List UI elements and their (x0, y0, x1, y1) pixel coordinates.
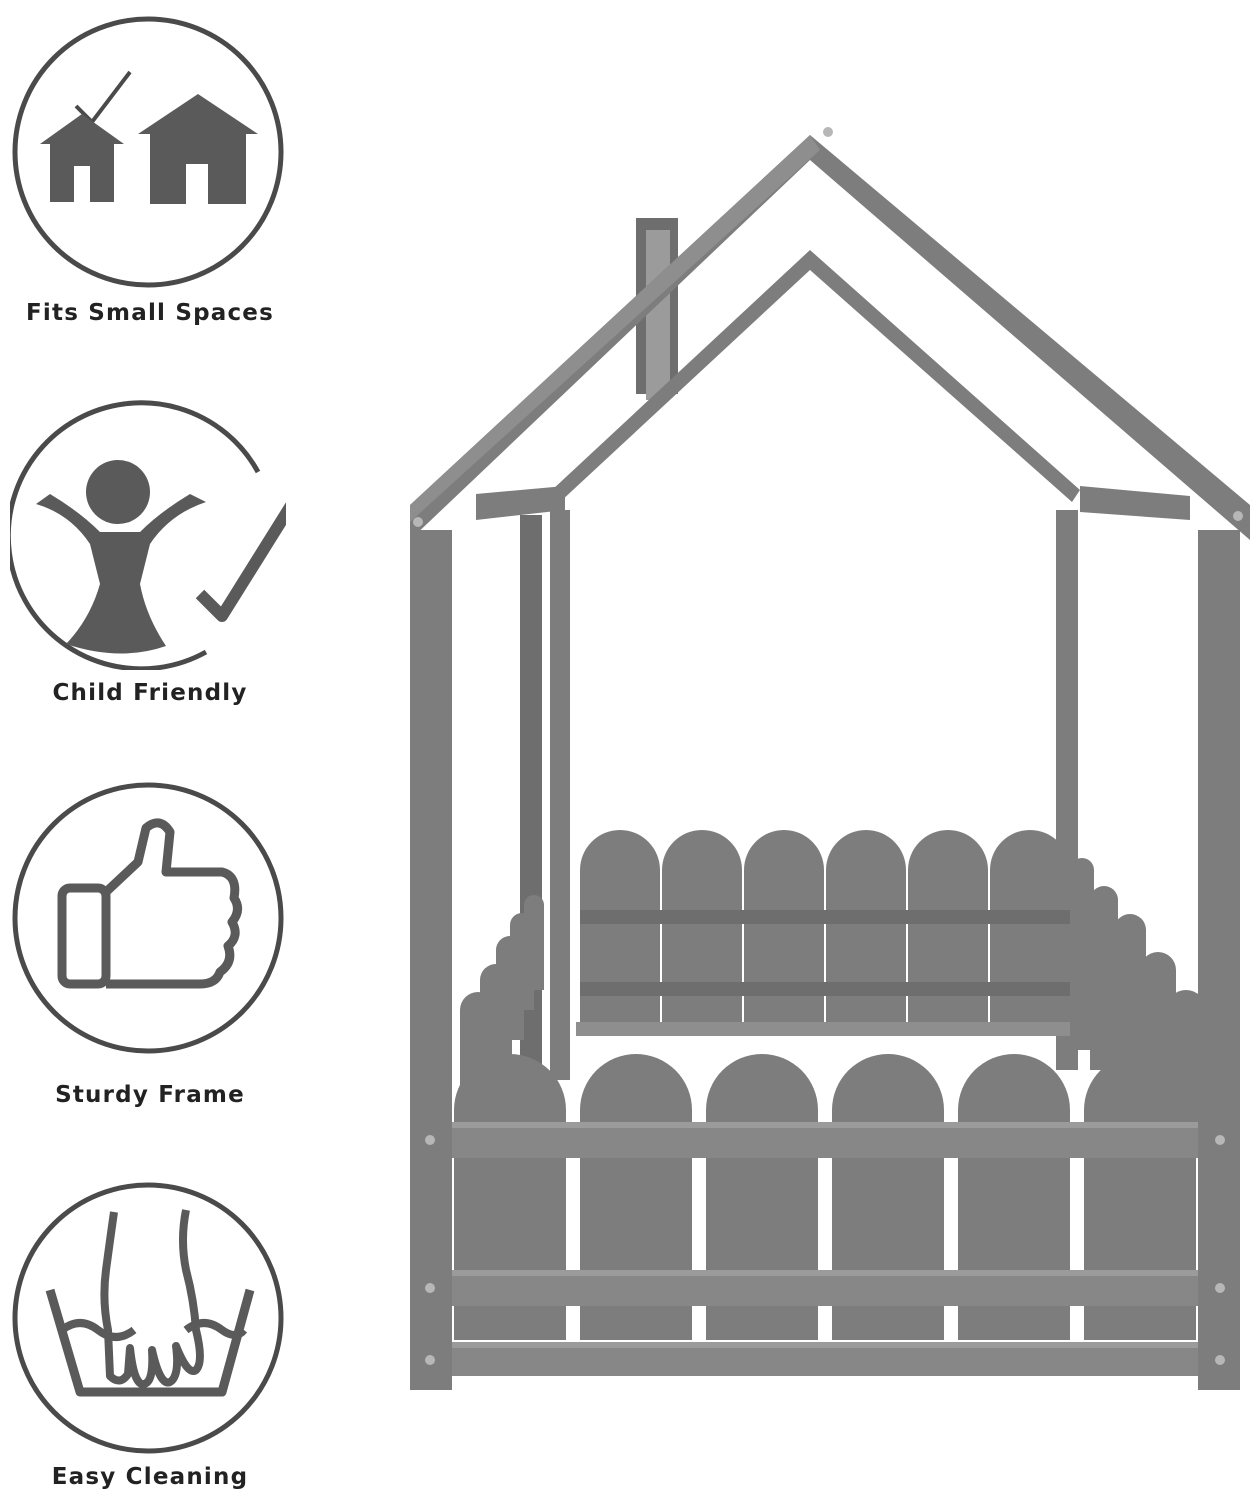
hand-washing-icon (10, 1180, 286, 1456)
child-check-icon (10, 394, 286, 670)
thumbs-up-icon (10, 780, 286, 1056)
house-bed-photo (390, 110, 1258, 1410)
feature-label: Fits Small Spaces (26, 300, 274, 326)
houses-check-icon (10, 14, 286, 290)
feature-label: Easy Cleaning (51, 1464, 249, 1490)
feature-label: Child Friendly (52, 680, 248, 706)
feature-label: Sturdy Frame (55, 1082, 245, 1108)
